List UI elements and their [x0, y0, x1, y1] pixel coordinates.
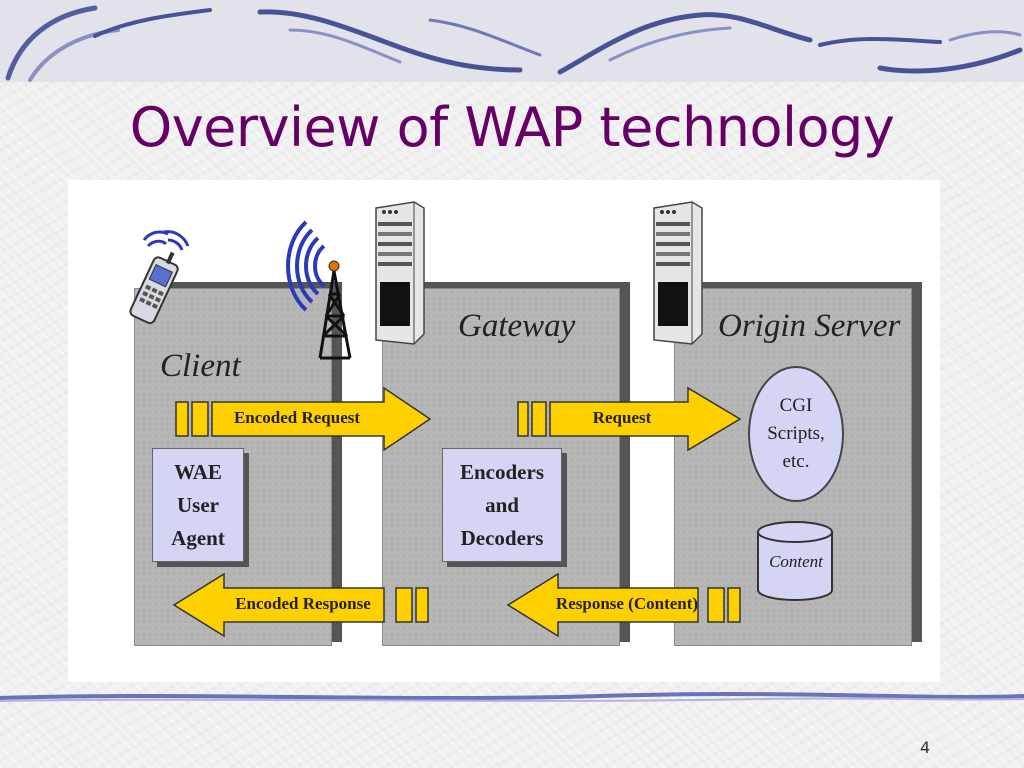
encoded-response-arrow	[172, 572, 429, 638]
request-label: Request	[592, 408, 652, 427]
content-label: Content	[769, 552, 823, 571]
encoders-decoders-box: Encoders and Decoders	[442, 448, 562, 562]
client-title: Client	[160, 348, 241, 384]
cell-phone-icon	[129, 230, 190, 325]
encoded-response-label: Encoded Response	[235, 594, 371, 613]
response-content-label: Response (Content)	[555, 594, 699, 613]
page-number: 4	[920, 738, 931, 757]
bottom-divider	[0, 692, 1024, 702]
wave-swirl-decoration	[5, 5, 1023, 82]
wae-user-agent-box: WAE User Agent	[152, 448, 244, 562]
encoded-request-label: Encoded Request	[233, 408, 361, 427]
response-content-arrow	[506, 572, 741, 638]
origin-server-title: Origin Server	[718, 308, 901, 344]
gateway-server-tower-icon	[375, 201, 425, 345]
database-cylinder-icon	[757, 521, 833, 601]
gateway-title: Gateway	[458, 308, 576, 344]
slide-title: Overview of WAP technology	[129, 96, 895, 159]
radio-tower-icon	[286, 220, 352, 360]
gateway-box	[382, 282, 630, 648]
origin-server-tower-icon	[653, 201, 703, 345]
encoded-request-arrow	[175, 386, 432, 452]
cgi-scripts-circle: CGI Scripts, etc.	[748, 366, 844, 502]
diagram-panel: Client WAE User Agent Gateway Encoders a…	[68, 180, 940, 682]
request-arrow	[517, 386, 742, 452]
